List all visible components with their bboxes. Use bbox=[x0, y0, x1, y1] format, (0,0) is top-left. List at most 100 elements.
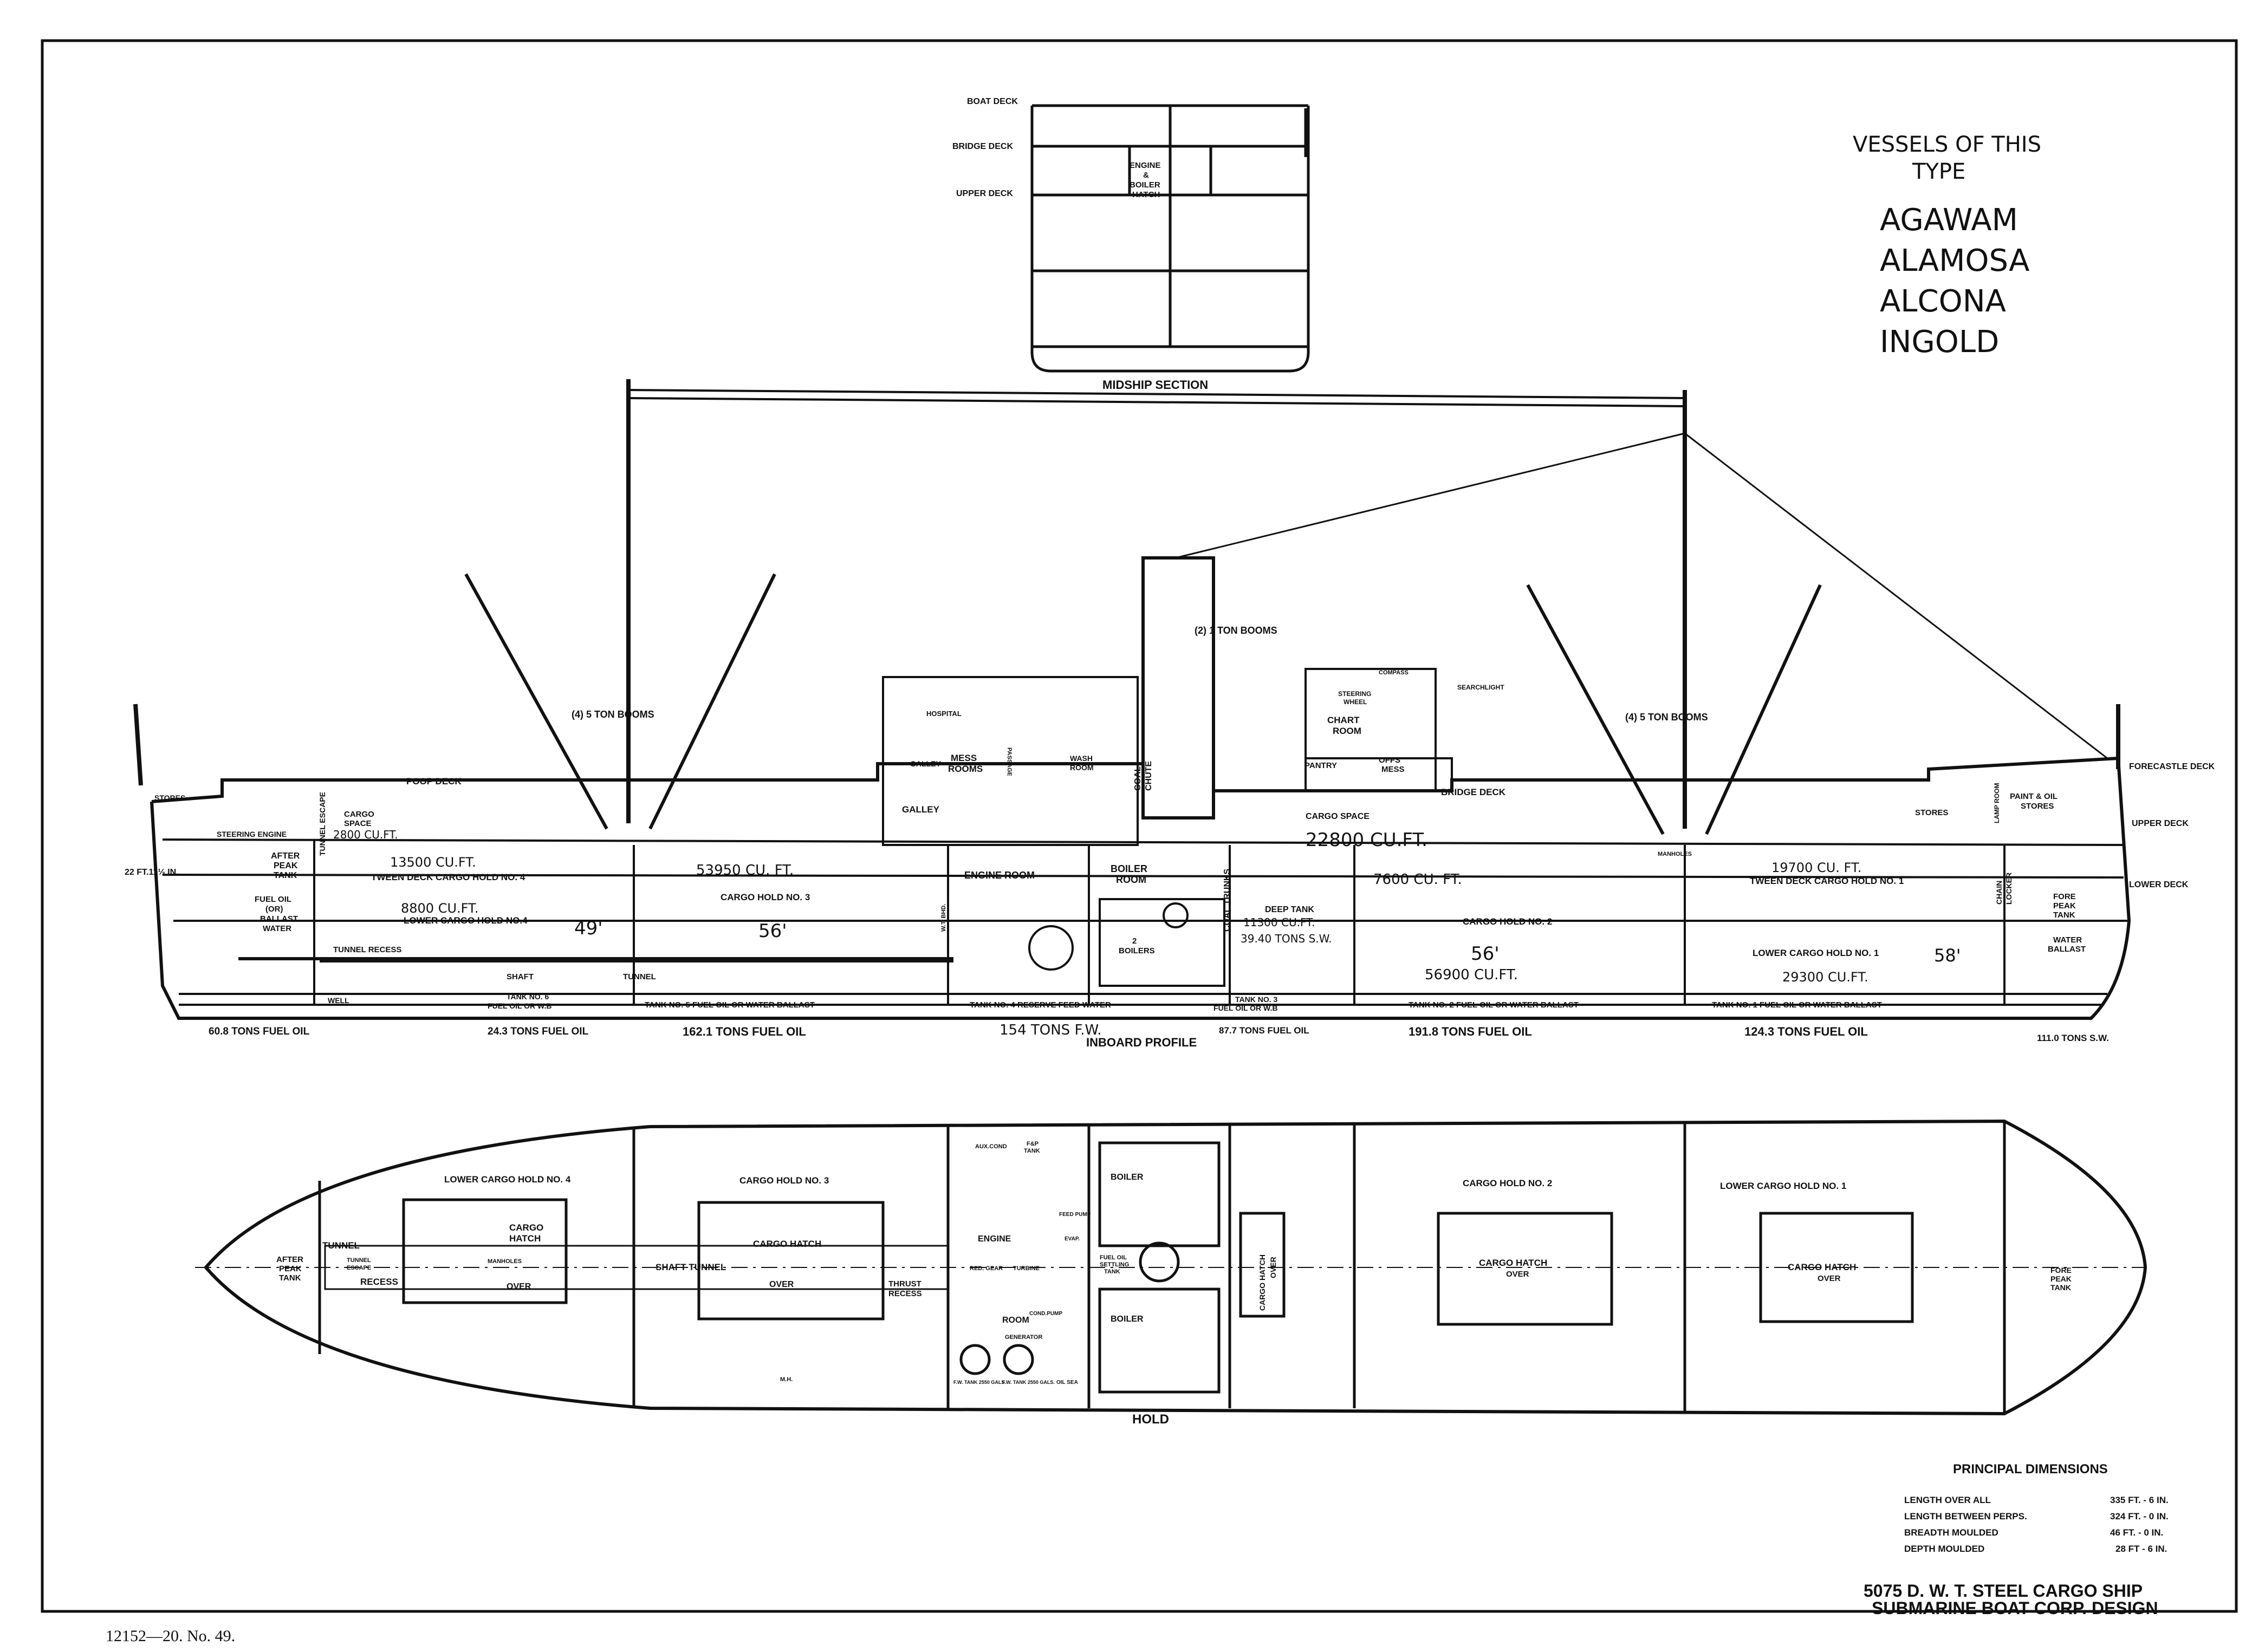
plan-over3: OVER bbox=[769, 1280, 794, 1289]
water-ballast: WATER bbox=[2053, 935, 2082, 945]
principal-dimensions: PRINCIPAL DIMENSIONS LENGTH OVER ALL 335… bbox=[1904, 1462, 2169, 1554]
cargo-space-aft: CARGO bbox=[344, 810, 374, 819]
midship-upper-deck: UPPER DECK bbox=[956, 189, 1013, 198]
wt-bhd: W.T. BHD. bbox=[940, 904, 947, 932]
deep-tank: DEEP TANK bbox=[1265, 905, 1314, 914]
boilers: BOILERS bbox=[1119, 946, 1155, 955]
booms-fwd: (4) 5 TON BOOMS bbox=[1625, 712, 1708, 723]
dim-row-value: 324 FT. - 0 IN. bbox=[2110, 1511, 2169, 1521]
fuel-oil-ballast: WATER bbox=[263, 924, 291, 933]
title-block: 5075 D. W. T. STEEL CARGO SHIP SUBMARINE… bbox=[1864, 1581, 2158, 1618]
plan-over1: OVER bbox=[1818, 1274, 1841, 1283]
boiler-room: BOILER bbox=[1111, 863, 1147, 874]
plan-turbine: TURBINE bbox=[1013, 1265, 1040, 1272]
midship-engine-label: HATCH bbox=[1132, 190, 1160, 199]
passage: PASSAGE bbox=[1006, 747, 1013, 776]
vessel-name: ALCONA bbox=[1880, 284, 2006, 319]
plan-hatch3: CARGO HATCH bbox=[753, 1239, 821, 1249]
plan-hold3: CARGO HOLD NO. 3 bbox=[739, 1175, 829, 1186]
paint-oil-stores: PAINT & OIL bbox=[2010, 792, 2058, 801]
dim-row-value: 28 FT - 6 IN. bbox=[2115, 1544, 2167, 1554]
plan-boiler-b: BOILER bbox=[1111, 1315, 1144, 1324]
title-line-1: 5075 D. W. T. STEEL CARGO SHIP bbox=[1864, 1581, 2143, 1601]
hold2-cuft: 56900 CU.FT. bbox=[1425, 967, 1518, 983]
after-peak-tank: PEAK bbox=[274, 861, 298, 870]
deep-tank-cuft: 11300 CU.FT. bbox=[1243, 916, 1315, 929]
dim-row-label: LENGTH BETWEEN PERPS. bbox=[1904, 1511, 2027, 1521]
plan-after-peak: TANK bbox=[279, 1273, 301, 1283]
vessel-name: AGAWAM bbox=[1880, 203, 2018, 238]
fuel-608: 60.8 TONS FUEL OIL bbox=[209, 1026, 310, 1037]
upper-deck: UPPER DECK bbox=[2132, 819, 2189, 828]
water-ballast: BALLAST bbox=[2048, 945, 2086, 954]
well-label: WELL bbox=[328, 996, 349, 1005]
stores-aft: STORES bbox=[154, 794, 185, 802]
stores-fwd: STORES bbox=[1915, 808, 1948, 817]
forecastle-deck: FORECASTLE DECK bbox=[2129, 762, 2215, 771]
plan-thrust-recess: RECESS bbox=[888, 1289, 922, 1298]
tween1-cuft: 19700 CU. FT. bbox=[1771, 860, 1861, 875]
plan-after-peak: PEAK bbox=[279, 1264, 302, 1273]
galley: GALLEY bbox=[902, 804, 940, 815]
plan-oil-sea: OIL SEA bbox=[1056, 1380, 1078, 1386]
midship-boat-deck: BOAT DECK bbox=[967, 97, 1018, 106]
fuel-oil-ballast: FUEL OIL bbox=[255, 895, 291, 904]
dim-row-label: DEPTH MOULDED bbox=[1904, 1544, 1984, 1554]
chain-locker: CHAIN bbox=[1995, 881, 2003, 905]
plan-fore-peak: FORE bbox=[2050, 1266, 2072, 1274]
vessel-name: INGOLD bbox=[1880, 324, 1999, 360]
engine-room: ENGINE ROOM bbox=[964, 870, 1035, 881]
cargo-space-aft-cuft: 2800 CU.FT. bbox=[333, 828, 398, 841]
fw-1541: 154 TONS F.W. bbox=[1000, 1022, 1102, 1038]
manholes-label: MANHOLES bbox=[1658, 851, 1692, 857]
tween4-cuft: 13500 CU.FT. bbox=[390, 855, 476, 870]
plan-recess: RECESS bbox=[360, 1277, 398, 1287]
lower4-label: LOWER CARGO HOLD NO.4 bbox=[404, 915, 528, 926]
offs-mess: OFFS' bbox=[1379, 756, 1403, 765]
plan-engine: ENGINE bbox=[978, 1234, 1011, 1244]
steering-wheel: WHEEL bbox=[1344, 698, 1367, 706]
dim-56-fwd: 56' bbox=[1471, 943, 1500, 965]
tunnel-label: TUNNEL bbox=[623, 972, 656, 981]
draft-mark: 22 FT.11½ IN. bbox=[125, 868, 179, 877]
plan-thrust-recess: THRUST bbox=[888, 1279, 921, 1289]
coal-chute: CHUTE bbox=[1144, 761, 1153, 791]
mast-stay bbox=[628, 389, 1685, 399]
plan-manholes: MANHOLES bbox=[488, 1258, 522, 1265]
inboard-profile: (4) 5 TON BOOMS (2) 1 TON BOOMS (4) 5 TO… bbox=[125, 379, 2215, 1049]
vessels-heading: VESSELS OF THIS bbox=[1853, 132, 2041, 157]
cargo-space-mid-cuft: 22800 CU.FT. bbox=[1306, 829, 1427, 851]
poop-deck: POOP DECK bbox=[406, 776, 462, 786]
plan-over2: OVER bbox=[1506, 1270, 1529, 1279]
fuel-1243: 124.3 TONS FUEL OIL bbox=[1744, 1025, 1868, 1038]
lower1-label: LOWER CARGO HOLD NO. 1 bbox=[1753, 948, 1879, 958]
plan-title: HOLD bbox=[1132, 1412, 1169, 1427]
midship-section: BOAT DECK BRIDGE DECK UPPER DECK ENGINE … bbox=[952, 97, 1310, 392]
fuel-1918: 191.8 TONS FUEL OIL bbox=[1409, 1025, 1532, 1038]
coal-chute: COAL bbox=[1133, 766, 1143, 791]
dim-49: 49' bbox=[574, 918, 603, 939]
hold-plan: AFTER PEAK TANK TUNNEL RECESS TUNNEL ESC… bbox=[195, 1119, 2147, 1427]
after-peak-tank: TANK bbox=[274, 871, 297, 880]
offs-mess: MESS bbox=[1381, 765, 1405, 774]
plan-fuel-settling: FUEL OIL bbox=[1100, 1254, 1127, 1261]
dim-row-value: 46 FT. - 0 IN. bbox=[2110, 1527, 2163, 1538]
sw-1110: 111.0 TONS S.W. bbox=[2037, 1033, 2109, 1043]
fuel-877: 87.7 TONS FUEL OIL bbox=[1219, 1025, 1309, 1036]
dim-58: 58' bbox=[1934, 945, 1961, 966]
cargo-space-aft: SPACE bbox=[344, 819, 372, 828]
plan-fw-tank-b: F.W. TANK 2550 GALS. bbox=[1002, 1380, 1055, 1385]
mess-rooms: MESS bbox=[951, 753, 977, 763]
plan-hatch4: HATCH bbox=[509, 1233, 541, 1244]
after-peak-tank: AFTER bbox=[271, 851, 300, 861]
plan-fore-peak: PEAK bbox=[2050, 1274, 2072, 1283]
plan-boiler-a: BOILER bbox=[1111, 1173, 1144, 1182]
tween1-label: TWEEN DECK CARGO HOLD NO. 1 bbox=[1750, 876, 1904, 886]
midship-title: MIDSHIP SECTION bbox=[1102, 378, 1208, 392]
hold3-cuft: 53950 CU. FT. bbox=[696, 862, 794, 879]
plan-tunnel: TUNNEL bbox=[322, 1240, 360, 1251]
midship-engine-label: BOILER bbox=[1130, 180, 1160, 190]
tween4-label: TWEEN DECK CARGO HOLD NO. 4 bbox=[371, 872, 525, 882]
plan-lower4: LOWER CARGO HOLD NO. 4 bbox=[444, 1174, 571, 1185]
